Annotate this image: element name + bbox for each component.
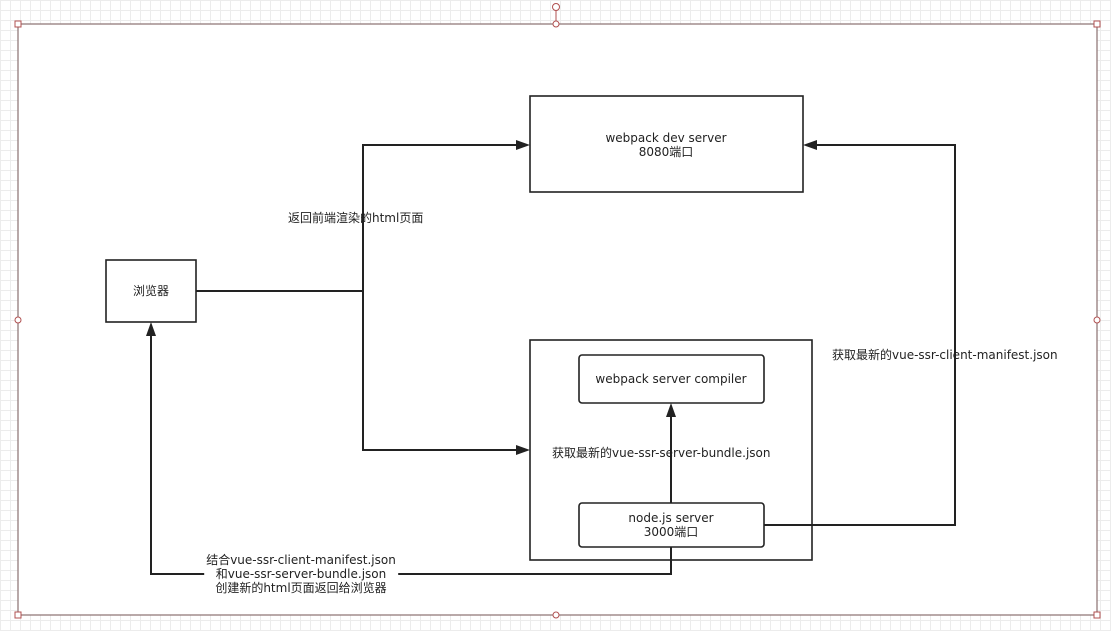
nodejs-server-title: node.js server	[628, 511, 714, 525]
arrowhead-dev-server-right	[803, 140, 817, 150]
nodejs-server-label: node.js server 3000端口	[628, 511, 713, 539]
webpack-dev-server-port: 8080端口	[638, 145, 694, 159]
webpack-server-compiler-label: webpack server compiler	[595, 372, 747, 386]
nodejs-server-port: 3000端口	[643, 525, 699, 539]
resize-handle-bottom-left[interactable]	[14, 611, 22, 619]
arrowhead-node-container	[516, 445, 530, 455]
arrowhead-browser	[146, 322, 156, 336]
browser-label: 浏览器	[132, 284, 170, 298]
edge-label-node-to-browser-line3: 创建新的html页面返回给浏览器	[215, 581, 387, 595]
resize-handle-top-left[interactable]	[14, 20, 22, 28]
webpack-dev-server-title: webpack dev server	[605, 131, 727, 145]
edge-label-node-to-dev-server: 获取最新的vue-ssr-client-manifest.json	[832, 348, 1058, 362]
edge-label-browser-to-servers: 返回前端渲染的html页面	[288, 211, 424, 225]
edge-browser-to-node-container[interactable]	[362, 291, 517, 451]
resize-handle-left[interactable]	[14, 316, 22, 324]
edge-label-node-to-browser-line2: 和vue-ssr-server-bundle.json	[215, 567, 387, 581]
arrowhead-compiler	[666, 403, 676, 417]
edge-label-node-to-browser: 结合vue-ssr-client-manifest.json 和vue-ssr-…	[204, 553, 398, 595]
arrowhead-dev-server	[516, 140, 530, 150]
webpack-dev-server-label: webpack dev server 8080端口	[605, 131, 726, 159]
resize-handle-top-right[interactable]	[1093, 20, 1101, 28]
webpack-dev-server-box[interactable]	[529, 95, 804, 193]
edge-browser-to-dev-server[interactable]	[196, 144, 517, 292]
webpack-server-compiler-box[interactable]	[578, 354, 765, 404]
edge-label-node-to-compiler: 获取最新的vue-ssr-server-bundle.json	[552, 446, 771, 460]
rotate-handle[interactable]	[552, 3, 560, 11]
resize-handle-right[interactable]	[1093, 316, 1101, 324]
resize-handle-top[interactable]	[552, 20, 560, 28]
edge-node-to-dev-server[interactable]	[764, 144, 956, 526]
edge-node-to-browser[interactable]	[150, 336, 672, 575]
resize-handle-bottom[interactable]	[552, 611, 560, 619]
resize-handle-bottom-right[interactable]	[1093, 611, 1101, 619]
edge-label-node-to-browser-line1: 结合vue-ssr-client-manifest.json	[206, 553, 396, 567]
